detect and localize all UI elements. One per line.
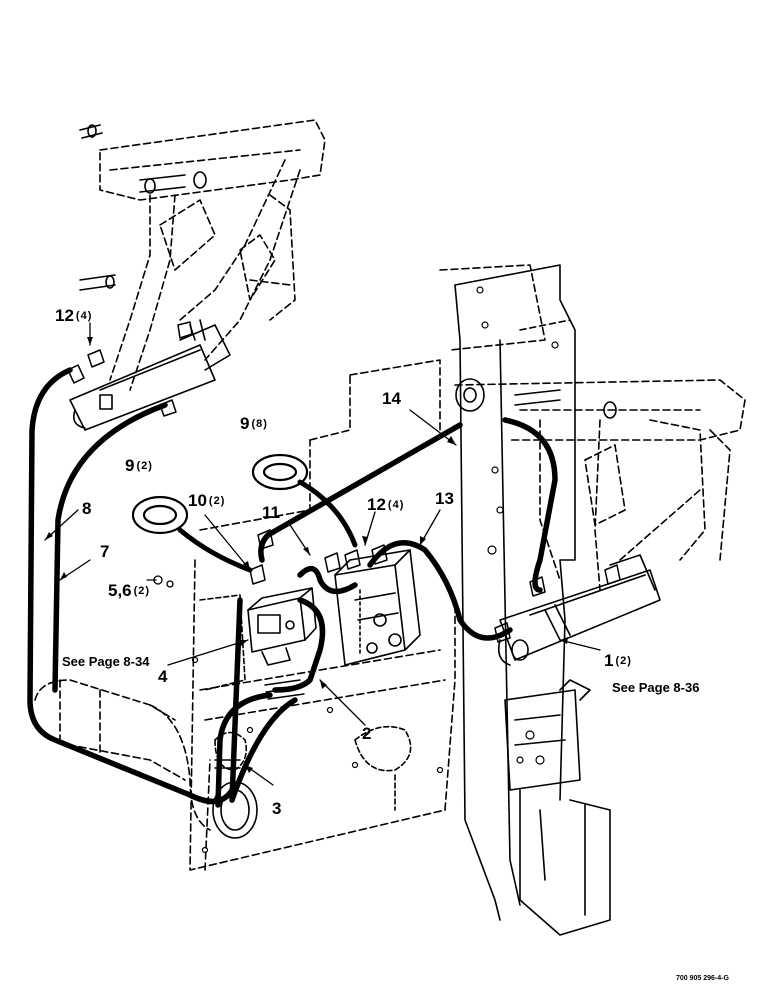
- callout-number: 3: [272, 799, 282, 818]
- panel-holes: [191, 286, 559, 854]
- solenoid-valve: [247, 587, 317, 666]
- callout-qty: (2): [133, 585, 151, 597]
- callout-1: 1(2): [604, 652, 632, 669]
- callout-9-o-ring-2: 9(2): [125, 457, 153, 474]
- hardware-5-6: [153, 575, 174, 588]
- left-lift-arm-frame: [99, 119, 326, 391]
- hose-fittings: [67, 321, 621, 643]
- o-ring-2: [131, 495, 189, 535]
- callout-4: 4: [158, 668, 167, 685]
- callout-number: 5,6: [108, 581, 132, 600]
- see-page-ref-left: See Page 8-34: [62, 654, 150, 669]
- callout-number: 9: [240, 414, 250, 433]
- callout-qty: (2): [208, 495, 226, 507]
- callout-number: 12: [367, 495, 386, 514]
- callout-number: 1: [604, 651, 614, 670]
- callout-qty: (2): [136, 460, 153, 472]
- hose-bundle: [214, 679, 305, 769]
- callout-number: 8: [82, 499, 92, 518]
- callout-number: 9: [125, 456, 135, 475]
- right-lift-cylinder: [497, 554, 661, 666]
- callout-14: 14: [382, 390, 401, 407]
- callout-number: 11: [262, 503, 280, 522]
- callout-number: 10: [188, 491, 207, 510]
- see-page-ref-right: See Page 8-36: [612, 680, 700, 695]
- callout-13: 13: [435, 490, 454, 507]
- callout-12-upper: 12(4): [55, 307, 92, 324]
- callout-10: 10(2): [188, 492, 225, 509]
- callout-number: 13: [435, 489, 454, 508]
- hydraulic-hoses: [27, 367, 558, 808]
- callout-8: 8: [82, 500, 91, 517]
- leader-lines: [44, 322, 601, 786]
- callout-12-lower: 12(4): [367, 496, 404, 513]
- o-ring-8: [251, 453, 309, 491]
- callout-qty: (2): [615, 655, 632, 667]
- right-lift-arm-frame: [454, 379, 746, 591]
- lower-cross-tube: [34, 679, 211, 831]
- drawing-code: 700 905 296-4-G: [676, 975, 729, 982]
- callout-7: 7: [100, 543, 109, 560]
- callout-5-6: 5,6(2): [108, 582, 150, 599]
- callout-qty: (4): [75, 310, 93, 322]
- right-frame-pins: [455, 378, 617, 419]
- callout-11: 11: [262, 504, 280, 521]
- callout-number: 14: [382, 389, 401, 408]
- callout-9-o-ring-8: 9(8): [240, 415, 268, 432]
- left-frame-pins: [79, 124, 207, 291]
- callout-3: 3: [272, 800, 281, 817]
- callout-qty: (8): [251, 418, 268, 430]
- leader-arrows: [45, 337, 568, 773]
- callout-number: 2: [362, 724, 372, 743]
- callout-qty: (4): [387, 499, 405, 511]
- callout-2: 2: [362, 725, 371, 742]
- callout-number: 12: [55, 306, 74, 325]
- right-upright-post: [454, 264, 611, 936]
- callout-number: 4: [158, 667, 168, 686]
- callout-number: 7: [100, 542, 110, 561]
